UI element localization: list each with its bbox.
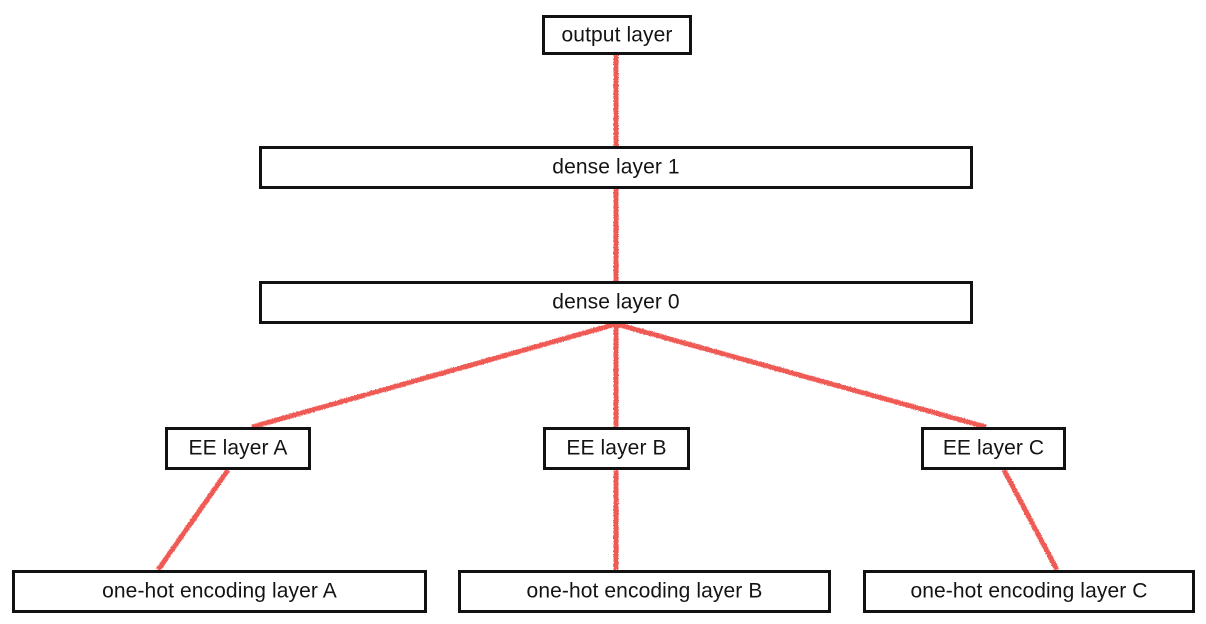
node-dense-layer-1[interactable]: dense layer 1 <box>259 146 973 189</box>
node-label-ee-layer-c: EE layer C <box>942 436 1045 460</box>
node-one-hot-encoding-layer-b[interactable]: one-hot encoding layer B <box>458 570 831 613</box>
node-ee-layer-c[interactable]: EE layer C <box>921 427 1066 470</box>
node-ee-layer-a[interactable]: EE layer A <box>165 427 311 470</box>
node-output-layer[interactable]: output layer <box>542 15 692 55</box>
edge-onehot-c-to-ee-c <box>1001 468 1060 572</box>
node-label-output-layer: output layer <box>561 23 673 46</box>
node-label-one-hot-encoding-layer-a: one-hot encoding layer A <box>102 579 337 603</box>
node-label-ee-layer-a: EE layer A <box>188 436 288 460</box>
node-label-dense-layer-1: dense layer 1 <box>552 155 680 179</box>
node-label-dense-layer-0: dense layer 0 <box>552 290 680 314</box>
node-ee-layer-b[interactable]: EE layer B <box>543 427 690 470</box>
edge-ee-c-to-dense0 <box>615 321 987 430</box>
node-label-ee-layer-b: EE layer B <box>566 436 667 460</box>
node-label-one-hot-encoding-layer-c: one-hot encoding layer C <box>910 579 1148 603</box>
node-one-hot-encoding-layer-a[interactable]: one-hot encoding layer A <box>12 570 427 613</box>
node-label-one-hot-encoding-layer-b: one-hot encoding layer B <box>526 579 763 603</box>
node-one-hot-encoding-layer-c[interactable]: one-hot encoding layer C <box>863 570 1195 613</box>
edge-ee-a-to-dense0 <box>251 321 617 430</box>
edge-onehot-a-to-ee-a <box>155 468 231 572</box>
node-dense-layer-0[interactable]: dense layer 0 <box>259 281 973 324</box>
